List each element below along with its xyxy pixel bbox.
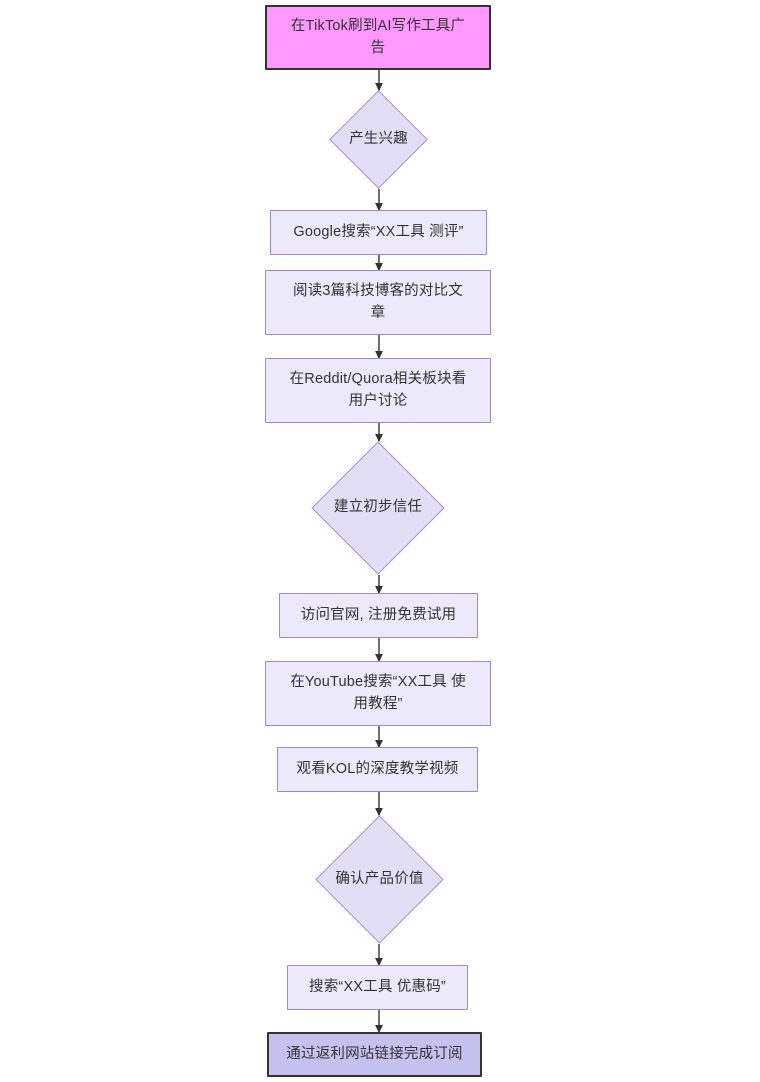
flow-node-n10[interactable]: 确认产品价值 <box>315 815 444 944</box>
flow-node-label: 确认产品价值 <box>335 870 424 887</box>
flow-node-n12[interactable]: 通过返利网站链接完成订阅 <box>267 1032 482 1077</box>
flow-node-n8[interactable]: 在YouTube搜索“XX工具 使 用教程” <box>265 661 491 726</box>
flow-node-label: Google搜索“XX工具 测评” <box>293 223 464 240</box>
flow-node-n5[interactable]: 在Reddit/Quora相关板块看 用户讨论 <box>265 358 491 423</box>
flow-node-label: 通过返利网站链接完成订阅 <box>286 1045 463 1062</box>
diamond-shape <box>311 441 445 575</box>
flow-node-n7[interactable]: 访问官网, 注册免费试用 <box>279 593 478 638</box>
flow-node-label: 在Reddit/Quora相关板块看 用户讨论 <box>289 370 467 409</box>
flow-node-label: 阅读3篇科技博客的对比文 章 <box>293 282 463 321</box>
flow-node-n2[interactable]: 产生兴趣 <box>329 90 428 189</box>
flow-node-n3[interactable]: Google搜索“XX工具 测评” <box>270 210 487 255</box>
flow-node-n4[interactable]: 阅读3篇科技博客的对比文 章 <box>265 270 491 335</box>
flow-node-n11[interactable]: 搜索“XX工具 优惠码” <box>287 965 468 1010</box>
flow-node-label: 建立初步信任 <box>333 499 423 516</box>
diamond-shape <box>315 815 444 944</box>
diamond-shape <box>329 90 428 189</box>
flow-node-label: 观看KOL的深度教学视频 <box>296 760 459 777</box>
flow-node-label: 访问官网, 注册免费试用 <box>300 606 457 623</box>
flow-node-n9[interactable]: 观看KOL的深度教学视频 <box>277 747 478 792</box>
flow-node-n6[interactable]: 建立初步信任 <box>311 441 445 575</box>
flow-node-n1[interactable]: 在TikTok刷到AI写作工具广 告 <box>265 5 491 70</box>
flow-node-label: 搜索“XX工具 优惠码” <box>309 978 446 995</box>
flow-node-label: 在YouTube搜索“XX工具 使 用教程” <box>290 673 466 712</box>
flow-node-label: 在TikTok刷到AI写作工具广 告 <box>290 17 466 56</box>
flow-node-label: 产生兴趣 <box>349 130 408 147</box>
